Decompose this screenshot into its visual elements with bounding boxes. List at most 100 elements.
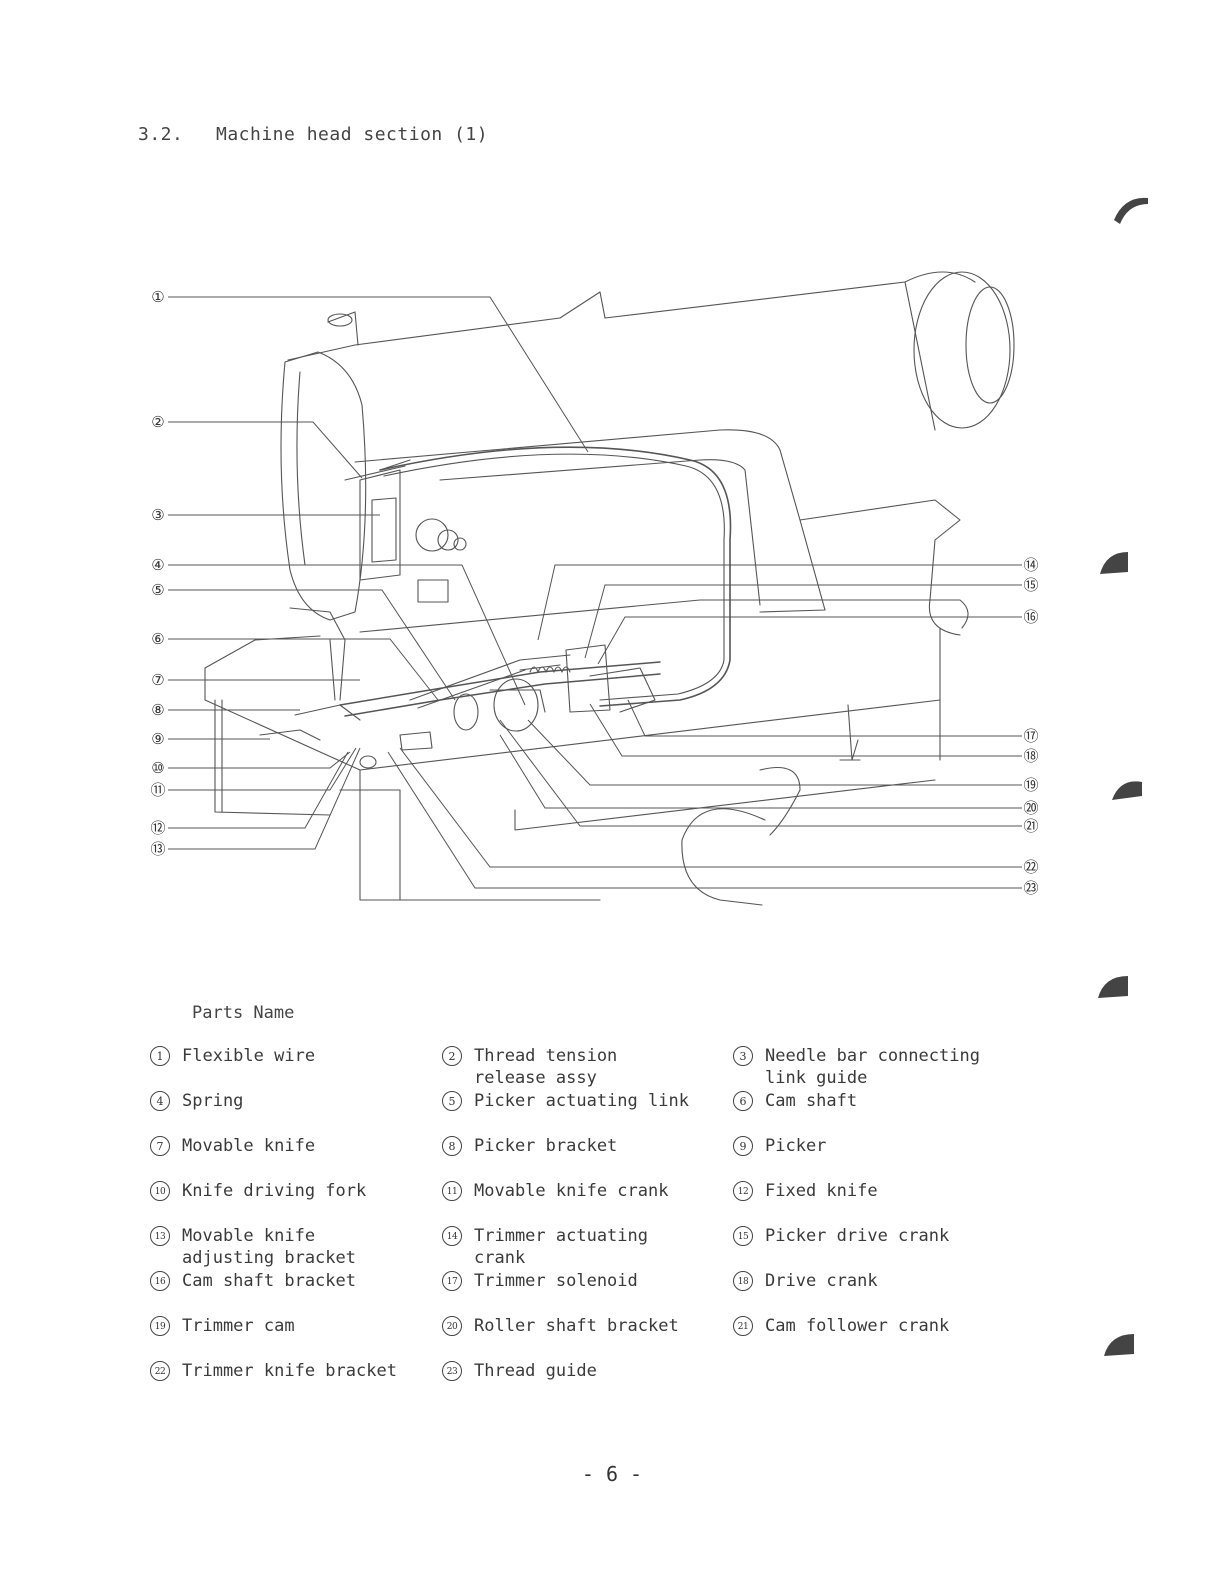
part-name: Movable knife crank — [474, 1181, 669, 1201]
part-name: Knife driving fork — [182, 1181, 367, 1201]
part-item: 19 Trimmer cam — [150, 1315, 442, 1360]
part-number: 12 — [733, 1181, 753, 1201]
part-number: 7 — [150, 1136, 170, 1156]
section-heading: Machine head section (1) — [216, 124, 489, 145]
part-item: 14 Trimmer actuating crank — [442, 1225, 733, 1270]
callout-2: ② — [151, 413, 164, 431]
callout-20: ⑳ — [1023, 799, 1038, 817]
part-number: 22 — [150, 1361, 170, 1381]
part-item: 5 Picker actuating link — [442, 1090, 733, 1135]
part-name: Picker drive crank — [765, 1226, 950, 1246]
part-name: Spring — [182, 1091, 244, 1111]
callout-10: ⑩ — [151, 759, 164, 777]
part-number: 1 — [150, 1046, 170, 1066]
callout-11: ⑪ — [150, 781, 165, 799]
part-name: Trimmer cam — [182, 1316, 295, 1336]
callout-15: ⑮ — [1023, 576, 1038, 594]
part-name: Picker — [765, 1136, 827, 1156]
part-name: Thread tension release assy — [474, 1046, 618, 1088]
part-item: 12 Fixed knife — [733, 1180, 1033, 1225]
section-title: 3.2. Machine head section (1) — [138, 124, 488, 145]
part-name: Trimmer knife bracket — [182, 1361, 397, 1381]
part-name: Movable knife — [182, 1136, 316, 1156]
part-number: 23 — [442, 1361, 462, 1381]
part-number: 17 — [442, 1271, 462, 1291]
callout-21: ㉑ — [1023, 817, 1038, 835]
callout-3: ③ — [151, 506, 164, 524]
part-name: Picker bracket — [474, 1136, 618, 1156]
callout-8: ⑧ — [151, 701, 164, 719]
part-item: 1 Flexible wire — [150, 1045, 442, 1090]
part-name: Trimmer solenoid — [474, 1271, 638, 1291]
callout-16: ⑯ — [1023, 608, 1038, 626]
callout-7: ⑦ — [151, 671, 164, 689]
part-item: 20 Roller shaft bracket — [442, 1315, 733, 1360]
part-number: 6 — [733, 1091, 753, 1111]
part-item: 3 Needle bar connecting link guide — [733, 1045, 1033, 1090]
part-number: 16 — [150, 1271, 170, 1291]
callout-14: ⑭ — [1023, 556, 1038, 574]
part-item: 17 Trimmer solenoid — [442, 1270, 733, 1315]
part-item: 15 Picker drive crank — [733, 1225, 1033, 1270]
part-item: 9 Picker — [733, 1135, 1033, 1180]
part-name: Cam shaft — [765, 1091, 858, 1111]
callout-17: ⑰ — [1023, 727, 1038, 745]
callout-6: ⑥ — [151, 630, 164, 648]
leader-lines — [168, 296, 1022, 889]
section-number: 3.2. — [138, 124, 184, 145]
callout-13: ⑬ — [150, 840, 165, 858]
callout-12: ⑫ — [150, 819, 165, 837]
part-number: 5 — [442, 1091, 462, 1111]
part-name: Roller shaft bracket — [474, 1316, 679, 1336]
part-number: 18 — [733, 1271, 753, 1291]
part-number: 13 — [150, 1226, 170, 1246]
part-item: 2 Thread tension release assy — [442, 1045, 733, 1090]
callout-5: ⑤ — [151, 581, 164, 599]
part-name: Drive crank — [765, 1271, 878, 1291]
machine-head-figure: ① ② ③ ④ ⑤ ⑥ ⑦ ⑧ ⑨ ⑩ ⑪ ⑫ ⑬ ⑭ ⑮ ⑯ ⑰ ⑱ ⑲ ⑳ … — [150, 271, 1039, 906]
part-item: 16 Cam shaft bracket — [150, 1270, 442, 1315]
part-number: 20 — [442, 1316, 462, 1336]
callout-18: ⑱ — [1023, 747, 1038, 765]
callout-9: ⑨ — [151, 730, 164, 748]
part-number: 21 — [733, 1316, 753, 1336]
part-name: Thread guide — [474, 1361, 597, 1381]
parts-name-heading: Parts Name — [192, 1003, 295, 1023]
machine-outline — [204, 271, 1015, 906]
callout-4: ④ — [151, 556, 164, 574]
part-name: Trimmer actuating crank — [474, 1226, 648, 1268]
part-name: Picker actuating link — [474, 1091, 689, 1111]
part-number: 3 — [733, 1046, 753, 1066]
callout-1: ① — [151, 288, 164, 306]
part-number: 10 — [150, 1181, 170, 1201]
part-name: Flexible wire — [182, 1046, 316, 1066]
part-name: Needle bar connecting link guide — [765, 1046, 980, 1088]
part-item: 21 Cam follower crank — [733, 1315, 1033, 1360]
part-item: 10 Knife driving fork — [150, 1180, 442, 1225]
part-number: 15 — [733, 1226, 753, 1246]
parts-list: 1 Flexible wire 2 Thread tension release as… — [150, 1045, 1050, 1405]
part-item: 23 Thread guide — [442, 1360, 733, 1405]
callout-22: ㉒ — [1023, 858, 1038, 876]
part-name: Fixed knife — [765, 1181, 878, 1201]
part-item: 6 Cam shaft — [733, 1090, 1033, 1135]
part-number: 2 — [442, 1046, 462, 1066]
part-number: 9 — [733, 1136, 753, 1156]
callout-23: ㉓ — [1023, 879, 1038, 897]
part-item: 13 Movable knife adjusting bracket — [150, 1225, 442, 1270]
part-number: 14 — [442, 1226, 462, 1246]
part-name: Cam shaft bracket — [182, 1271, 356, 1291]
callout-labels: ① ② ③ ④ ⑤ ⑥ ⑦ ⑧ ⑨ ⑩ ⑪ ⑫ ⑬ ⑭ ⑮ ⑯ ⑰ ⑱ ⑲ ⑳ … — [150, 288, 1038, 897]
part-item: 18 Drive crank — [733, 1270, 1033, 1315]
part-name: Cam follower crank — [765, 1316, 950, 1336]
callout-19: ⑲ — [1023, 776, 1038, 794]
binder-hole-marks — [1098, 197, 1148, 1356]
part-item: 22 Trimmer knife bracket — [150, 1360, 442, 1405]
part-item: 7 Movable knife — [150, 1135, 442, 1180]
part-number: 19 — [150, 1316, 170, 1336]
page-number: - 6 - — [581, 1462, 643, 1486]
part-name: Movable knife adjusting bracket — [182, 1226, 356, 1268]
